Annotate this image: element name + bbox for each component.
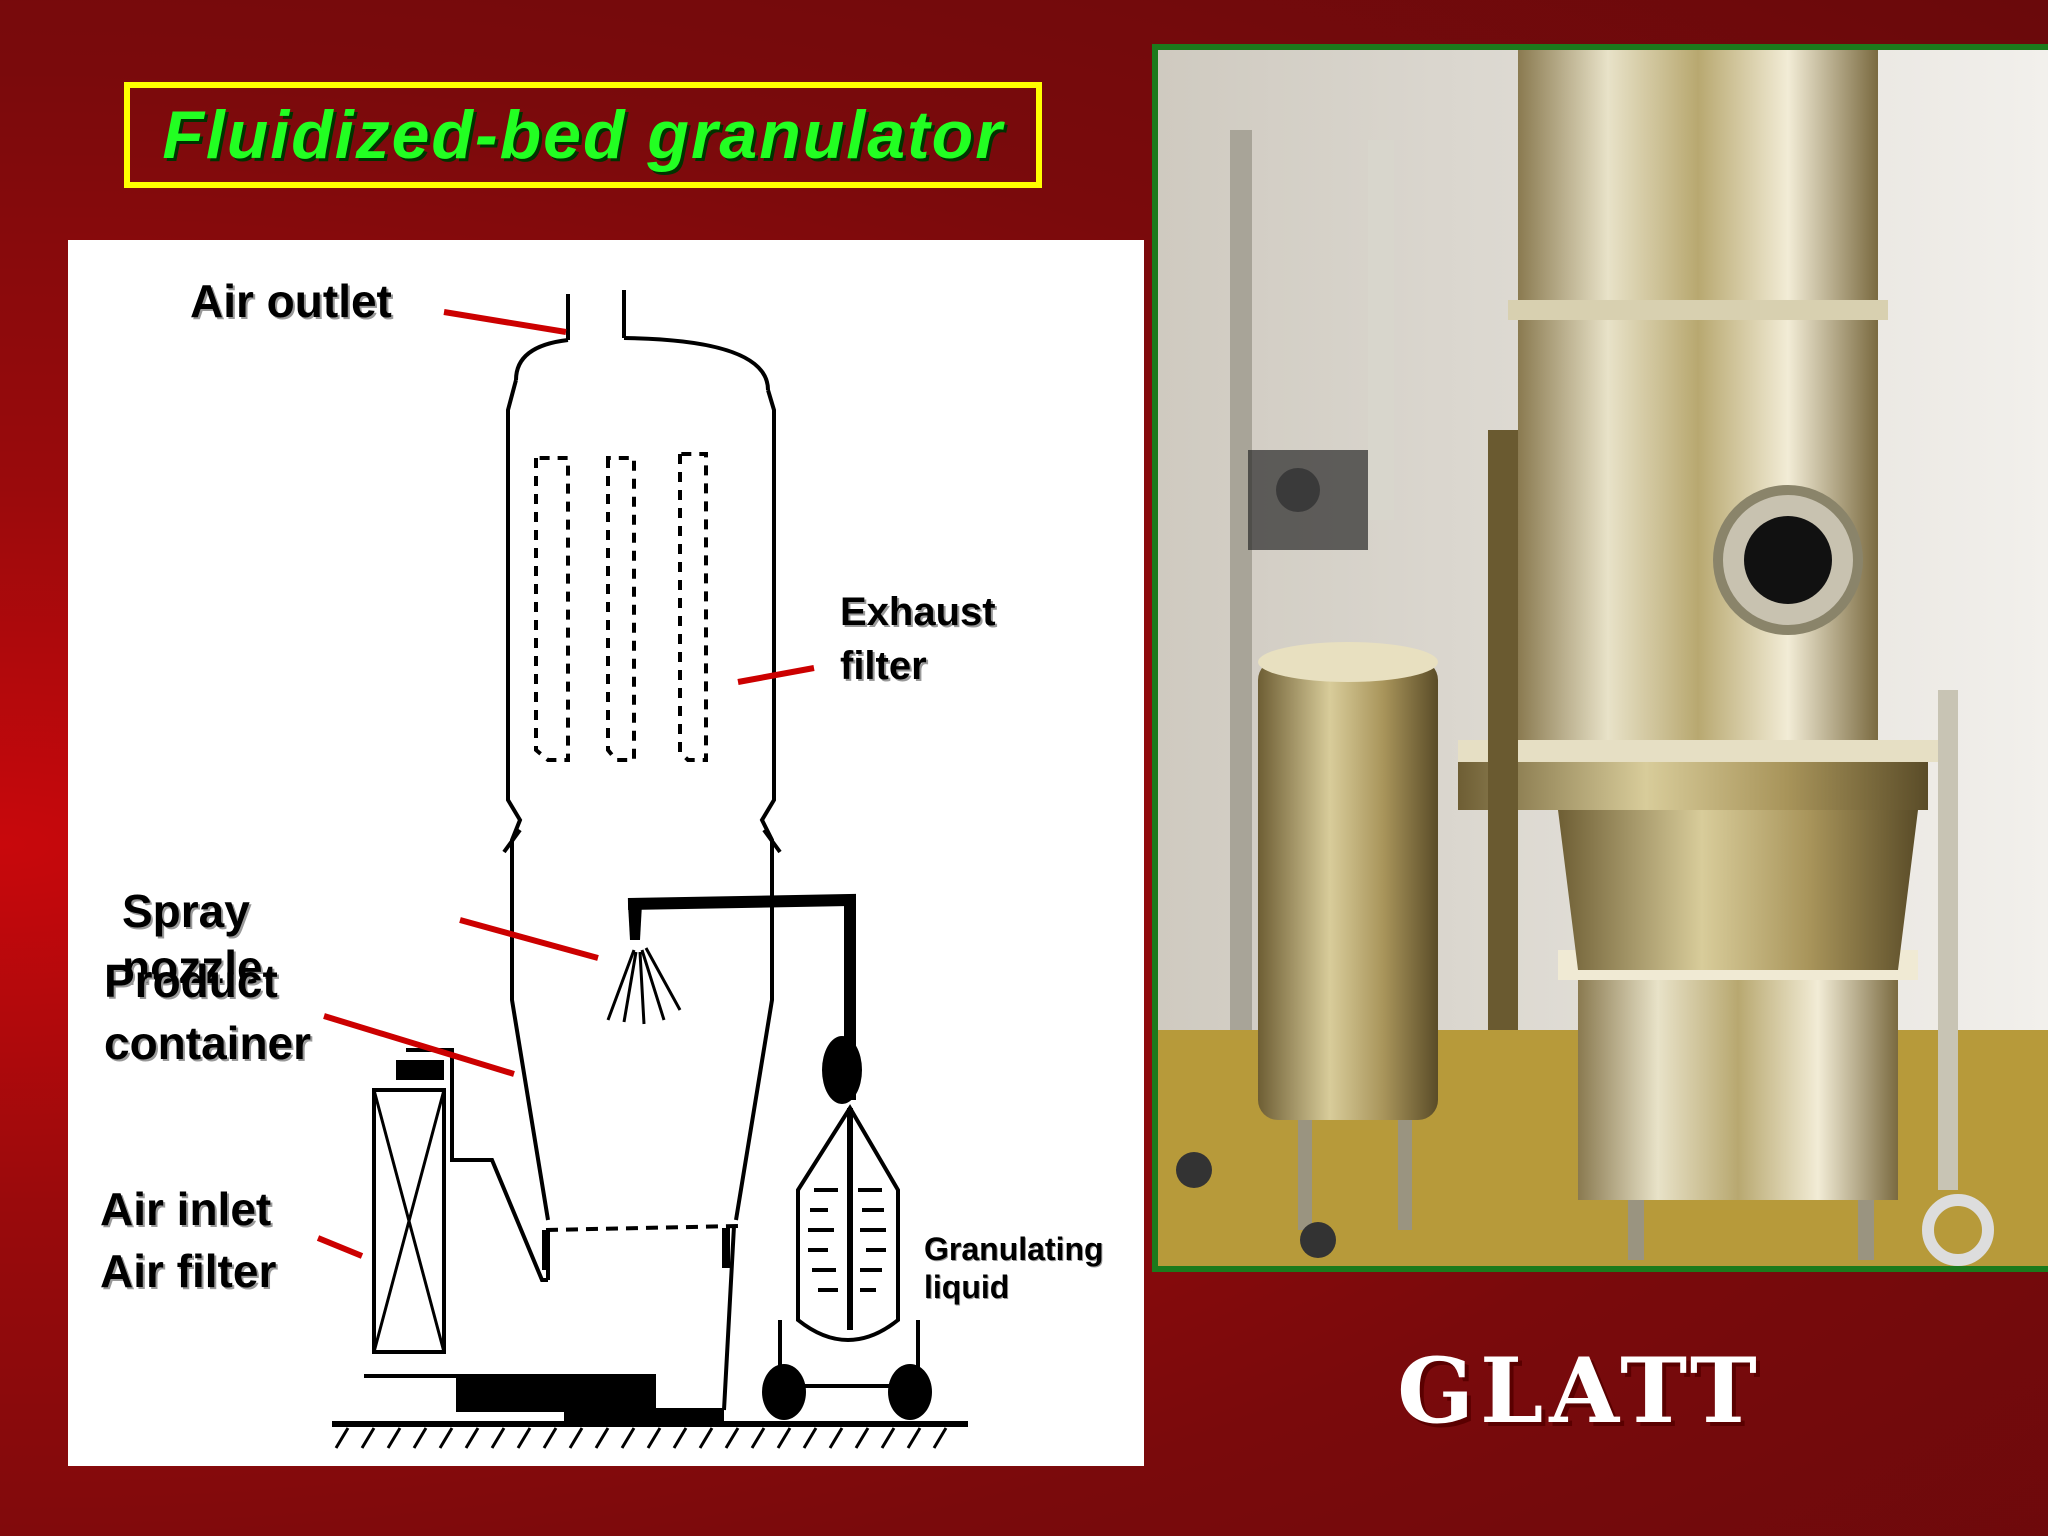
outlet-pipe (566, 290, 626, 340)
chamber-left-wall (506, 379, 523, 860)
slide-title: Fluidized-bed granulator (162, 97, 1004, 173)
liquid-level (808, 1188, 886, 1292)
label-exhaust-filter-line1: Exhaust (840, 590, 996, 634)
wheel-left (762, 1364, 806, 1420)
chamber-dome (514, 336, 770, 391)
label-air-filter: Air filter (100, 1245, 277, 1297)
feed-line (627, 893, 856, 1100)
liquid-bottle (796, 1104, 900, 1342)
leader-air-inlet (316, 1235, 364, 1259)
side-vessel (1258, 660, 1438, 1120)
label-granulating-liquid-line2: liquid (924, 1269, 1010, 1305)
brand-label: GLATT (1397, 1338, 1763, 1444)
base-block (456, 1374, 656, 1412)
spray-pattern (606, 947, 682, 1025)
title-box: Fluidized-bed granulator (124, 82, 1042, 188)
leader-air-outlet (443, 309, 567, 335)
chamber-right-wall (759, 389, 776, 860)
inlet-duct (450, 1090, 548, 1282)
main-column (1518, 50, 1878, 750)
label-air-outlet: Air outlet (190, 275, 392, 327)
label-product-container-line2: container (104, 1017, 312, 1069)
label-product-container-line1: Product (104, 955, 278, 1007)
distributor-plate (545, 1224, 739, 1232)
cone-left-wall (510, 860, 550, 1221)
label-air-inlet: Air inlet (100, 1183, 272, 1235)
machine-photo-illustration (1158, 50, 2048, 1266)
machine-photo (1152, 44, 2048, 1272)
diagram-drawing (316, 290, 968, 1449)
pump-bulb (822, 1036, 862, 1104)
label-spray-nozzle-line1: Spray (122, 885, 250, 937)
filter-top-cap (396, 1060, 444, 1080)
ground-hatching (334, 1427, 948, 1449)
label-exhaust-filter-line2: filter (840, 644, 927, 688)
leader-exhaust-filter (737, 665, 815, 685)
exhaust-filter-bags (534, 452, 708, 762)
product-bowl (1558, 810, 1918, 970)
granulator-diagram: Air outlet Exhaust filter Spray nozzle P… (68, 240, 1144, 1466)
spray-nozzle (628, 904, 642, 940)
wheel-right (888, 1364, 932, 1420)
label-granulating-liquid-line1: Granulating (924, 1231, 1104, 1267)
cone-right-wall (734, 860, 774, 1221)
leader-product-container (323, 1013, 515, 1077)
leader-spray-nozzle (459, 917, 599, 961)
label-spray-nozzle-line2: nozzle (122, 941, 263, 993)
leader-lines (316, 309, 815, 1259)
air-filter-box (372, 1088, 446, 1354)
